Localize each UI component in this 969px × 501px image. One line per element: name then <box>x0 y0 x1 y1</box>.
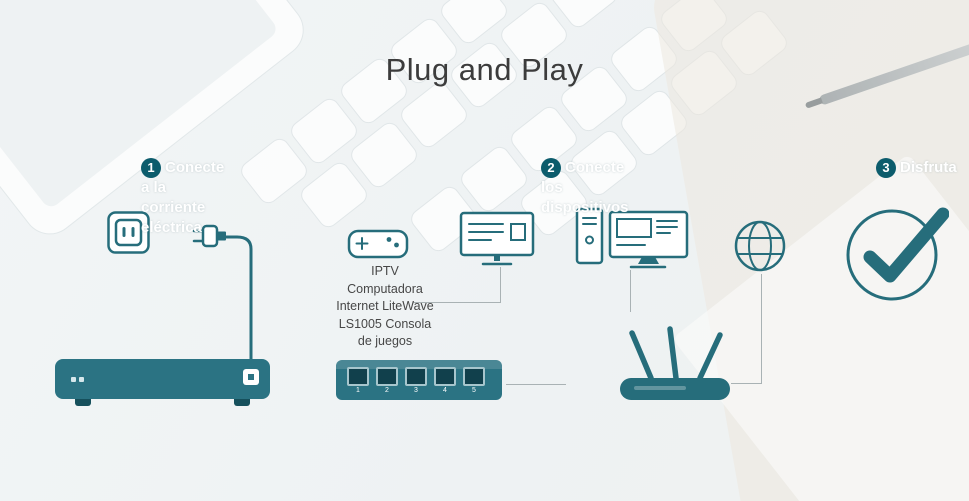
switch-led <box>79 377 84 382</box>
ethernet-port <box>463 367 485 386</box>
port-cell: 4 <box>434 367 456 396</box>
step-3-number-badge: 3 <box>876 158 896 178</box>
ethernet-port <box>405 367 427 386</box>
port-cell: 3 <box>405 367 427 396</box>
power-plug-icon <box>192 224 226 248</box>
keyboard-key <box>238 136 310 206</box>
keyboard-key <box>348 120 420 190</box>
tv-icon <box>459 211 535 266</box>
router-icon <box>620 326 730 400</box>
ethernet-ports: 1 2 3 4 5 <box>347 367 485 396</box>
connector-line <box>761 274 762 384</box>
desktop-computer-icon <box>575 207 689 269</box>
port-cell: 2 <box>376 367 398 396</box>
connector-line <box>500 267 501 302</box>
keyboard-key <box>458 144 530 214</box>
ethernet-port <box>434 367 456 386</box>
device-label-line: Computadora <box>347 281 423 296</box>
step-2-label: Conecte los dispositivos <box>541 159 629 216</box>
port-number: 1 <box>356 387 360 394</box>
keyboard-key <box>398 80 470 150</box>
step-1-label: Conecte a la corriente eléctrica <box>141 159 225 236</box>
switch-foot <box>75 399 91 406</box>
ethernet-port <box>347 367 369 386</box>
device-label-line: LS1005 Consola <box>338 316 432 331</box>
device-label-line: Internet LiteWave <box>336 299 434 313</box>
five-port-switch-icon: 1 2 3 4 5 <box>336 356 502 404</box>
connector-line <box>413 302 501 303</box>
port-number: 3 <box>414 387 418 394</box>
port-cell: 1 <box>347 367 369 396</box>
globe-icon <box>734 220 786 272</box>
switch-body <box>55 359 270 399</box>
device-label-line: de juegos <box>357 334 413 348</box>
connector-line <box>630 270 631 312</box>
connector-line <box>506 384 566 385</box>
switch-power-port <box>243 369 259 385</box>
switch-led <box>71 377 76 382</box>
step-1-number-badge: 1 <box>141 158 161 178</box>
keyboard-key <box>288 96 360 166</box>
switch-foot <box>234 399 250 406</box>
device-labels: IPTV Computadora Internet LiteWave LS100… <box>325 263 445 351</box>
step-2-number-badge: 2 <box>541 158 561 178</box>
page-title: Plug and Play <box>385 52 584 87</box>
success-check-icon <box>846 207 949 301</box>
step-3-label: Disfruta <box>900 159 957 176</box>
power-cable <box>225 235 253 371</box>
power-outlet-icon <box>107 211 150 254</box>
port-number: 4 <box>443 387 447 394</box>
switch-device-icon <box>55 353 270 406</box>
port-number: 5 <box>472 387 476 394</box>
ethernet-port <box>376 367 398 386</box>
port-cell: 5 <box>463 367 485 396</box>
port-number: 2 <box>385 387 389 394</box>
five-port-switch-highlight <box>336 360 502 369</box>
keyboard-key <box>298 160 370 230</box>
game-controller-icon <box>347 229 409 259</box>
device-label-line: IPTV <box>371 264 399 278</box>
connector-line <box>731 383 762 384</box>
